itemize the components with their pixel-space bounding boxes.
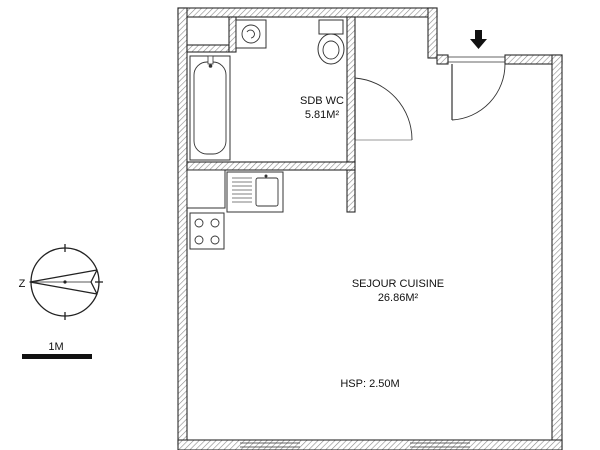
bathroom-name: SDB WC [300, 95, 344, 107]
top-wall-bathroom [177, 7, 438, 18]
bathroom-niche-wall [186, 44, 230, 53]
top-step-wall [427, 7, 438, 59]
entry-door [451, 63, 506, 121]
living-room-name: SEJOUR CUISINE [352, 278, 444, 290]
bathtub [189, 55, 231, 161]
compass-rose-icon [29, 244, 103, 320]
walls [177, 7, 563, 450]
right-wall [551, 54, 563, 450]
bathroom-area: 5.81M² [305, 109, 340, 121]
kitchen-counter [186, 169, 226, 209]
living-room-area: 26.86M² [378, 292, 419, 304]
scale-bar-label: 1M [48, 341, 63, 353]
top-wall-left-of-entry [436, 54, 449, 65]
toilet [317, 19, 345, 65]
cooktop [189, 212, 225, 250]
bathroom-door [354, 77, 413, 141]
bottom-windows [240, 442, 470, 448]
ceiling-height: HSP: 2.50M [340, 378, 399, 390]
bottom-wall [177, 439, 563, 450]
compass-letter: Z [19, 278, 26, 290]
bathroom-right-wall [346, 16, 356, 163]
washing-machine [235, 19, 267, 49]
bathroom-bottom-wall [186, 161, 356, 171]
bathroom-niche-divider [228, 16, 237, 53]
entry-arrow-icon [470, 30, 487, 49]
scale-bar [22, 354, 92, 359]
kitchen-sink [226, 171, 284, 213]
left-wall [177, 7, 188, 446]
kitchen-wall-stub [346, 169, 356, 213]
